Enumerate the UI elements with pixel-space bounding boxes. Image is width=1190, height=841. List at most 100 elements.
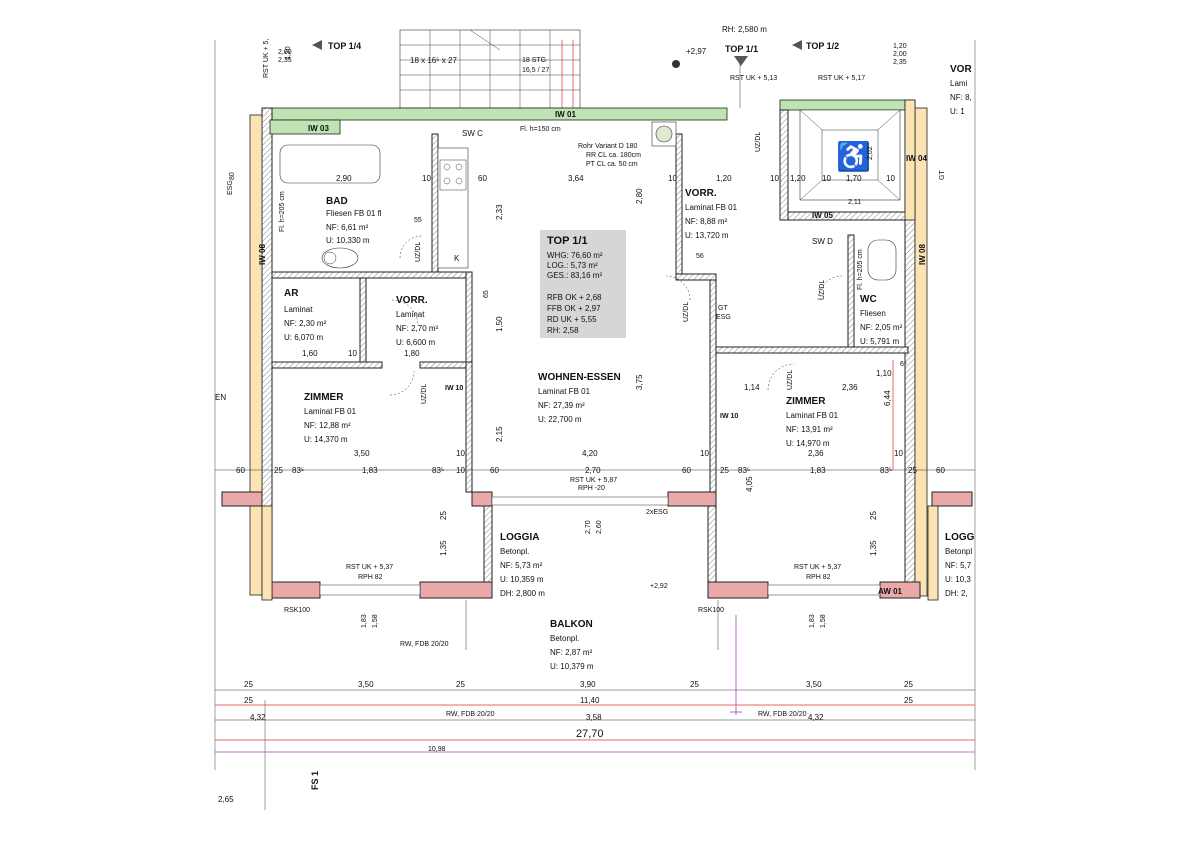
fixture-label: UZ/DL (787, 370, 794, 390)
dim-bottom: 3,58 (586, 713, 602, 722)
unit-summary-line: RH: 2,58 (547, 326, 579, 335)
room-loggia-edge: LOGG Betonpl NF: 5,7 U: 10,3 DH: 2, (945, 532, 975, 598)
dim-label: 10 (348, 349, 357, 358)
room-nf: NF: 8, (950, 93, 972, 102)
fixture-label: GT (939, 170, 946, 180)
room-floor: Laminat FB 01 (538, 387, 591, 396)
dim-label: 10 (668, 174, 677, 183)
note-fl-wc: Fl. h=205 cm (857, 249, 864, 290)
wall-tag: IW 08 (918, 244, 927, 265)
note-rsk-left: RSK100 (284, 607, 310, 614)
wall-tag: IW 10 (720, 413, 738, 420)
stair-steps: 18 STG (522, 57, 546, 64)
dim-bottom: 11,40 (580, 696, 600, 705)
dim-label: 83⁵ (292, 466, 304, 475)
note-fl-bad: Fl. h=205 cm (279, 191, 286, 232)
unit-summary-line: FFB OK + 2,97 (547, 304, 601, 313)
room-u: U: 5,791 m (860, 337, 899, 346)
fixture-label: UZ/DL (415, 242, 422, 262)
room-u: U: 10,379 m (550, 662, 594, 671)
dim-label: 25 (720, 466, 729, 475)
stair-count: 18 x 16⁵ x 27 (410, 56, 457, 65)
dim-purple: 10,98 (428, 746, 446, 753)
dim-bottom: 25 (690, 680, 699, 689)
stair-ratio: 16,5 / 27 (522, 67, 549, 74)
fixture-label: UZ/DL (683, 302, 690, 322)
wall-tag: IW 10 (445, 385, 463, 392)
room-floor: Laminat FB 01 (304, 407, 357, 416)
room-name: LOGG (945, 532, 975, 543)
note-rph-82-left: RPH 82 (358, 574, 383, 581)
dim-label: 1,35 (869, 540, 878, 556)
room-nf: NF: 12,88 m² (304, 421, 351, 430)
wall-tag: IW 05 (812, 211, 833, 220)
dim-label: 3,50 (354, 449, 370, 458)
dim-label: 6,44 (883, 390, 892, 406)
dim-label: 2,36 (842, 383, 858, 392)
room-u: U: 6,600 m (396, 338, 435, 347)
room-u: U: 14,370 m (304, 435, 348, 444)
toilet (867, 239, 897, 281)
room-name: WOHNEN-ESSEN (538, 372, 621, 383)
dim-label: 1,20 (893, 43, 907, 50)
note-rohr: Rohr Variant D 180 (578, 143, 638, 150)
note-rw-right: RW, FDB 20/20 (758, 711, 807, 718)
dim-label: 56 (696, 253, 704, 260)
fixture-label: UZ/DL (421, 384, 428, 404)
room-vorr-edge: VOR Lami NF: 8, U: 1 (950, 64, 972, 116)
dim-label: 2,35 (278, 57, 292, 64)
dim-label: 1,83 (361, 614, 368, 628)
walls (221, 99, 973, 601)
dim-label: 83⁵ (880, 466, 892, 475)
room-wc: WC Fliesen NF: 2,05 m² U: 5,791 m (860, 294, 903, 346)
room-nf: NF: 27,39 m² (538, 401, 585, 410)
room-dh: DH: 2, (945, 589, 968, 598)
fixture-labels: K GT ESG GT ESG UZ/DL UZ/DL UZ/DL UZ/DL … (227, 132, 946, 404)
dim-label: 83⁵ (738, 466, 750, 475)
room-u: U: 10,359 m (500, 575, 544, 584)
dim-label: 2,02 (867, 146, 874, 160)
wall-tag: SW C (462, 129, 483, 138)
fixture-label: UZ/DL (755, 132, 762, 152)
room-u: U: 10,330 m (326, 236, 370, 245)
accessible-icon: ♿ (836, 140, 871, 173)
note-corner: 2,65 (218, 795, 234, 804)
room-loggia: LOGGIA Betonpl. NF: 5,73 m² U: 10,359 m … (500, 532, 545, 598)
room-name: AR (284, 288, 299, 299)
dim-label: 25 (274, 466, 283, 475)
dim-label: 2,70 (585, 466, 601, 475)
room-nf: NF: 2,30 m² (284, 319, 327, 328)
unit-summary-line: GES.: 83,16 m² (547, 271, 602, 280)
unit-summary-line: LOG.: 5,73 m² (547, 261, 598, 270)
dim-label: 2,36 (808, 449, 824, 458)
dim-label: 3,64 (568, 174, 584, 183)
dim-bottom: 4,32 (250, 713, 266, 722)
dim-bottom: 3,50 (806, 680, 822, 689)
room-name: VORR. (396, 295, 428, 306)
room-name: ZIMMER (304, 392, 344, 403)
unit-summary: TOP 1/1 WHG: 76,60 m² LOG.: 5,73 m² GES.… (540, 230, 626, 338)
room-name: VORR. (685, 188, 717, 199)
wall-tags: IW 01 IW 03 IW 08 IW 08 IW 04 IW 05 IW 1… (258, 110, 927, 596)
interior-dimensions: 2,90 10 60 3,64 10 1,20 10 1,20 10 1,70 … (229, 43, 945, 628)
washbasin (321, 247, 359, 269)
rst-uk-513: RST UK + 5,13 (730, 75, 777, 82)
section-fs1: FS 1 (310, 771, 320, 790)
fixture-label: ESG (227, 180, 234, 195)
dim-label: 6⁵ (900, 361, 907, 368)
dim-label: 1,14 (744, 383, 760, 392)
dim-label: 10 (456, 466, 465, 475)
dim-label: 10 (822, 174, 831, 183)
room-floor: Laminat FB 01 (786, 411, 839, 420)
dim-label: 2,90 (336, 174, 352, 183)
room-balkon: BALKON Betonpl. NF: 2,87 m² U: 10,379 m (550, 619, 594, 671)
unit-summary-line: RD UK + 5,55 (547, 315, 597, 324)
dim-bottom: 3,90 (580, 680, 596, 689)
wall-tag: IW 01 (555, 110, 576, 119)
dim-label: 1,20 (285, 46, 292, 60)
top-label-right: TOP 1/2 (806, 41, 839, 51)
note-level-292: +2,92 (650, 583, 668, 590)
wall-tag: IW 03 (308, 124, 329, 133)
dim-label: 10 (894, 449, 903, 458)
